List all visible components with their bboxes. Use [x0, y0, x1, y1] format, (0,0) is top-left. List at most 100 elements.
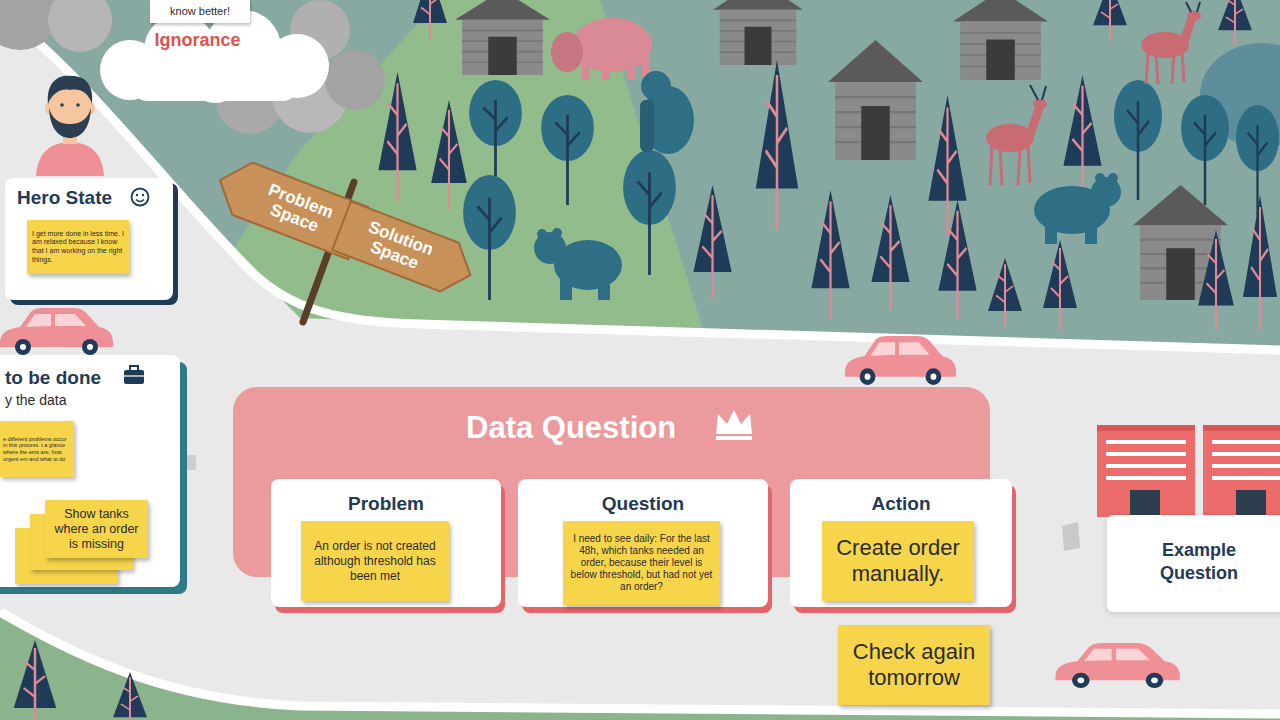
card-heading: Hero State	[17, 187, 165, 210]
storm-cloud	[48, 0, 112, 52]
bear-leg	[560, 278, 572, 300]
sticky-note: Show tanks where an order is missing	[45, 500, 148, 558]
round-tree	[463, 175, 516, 300]
cabin	[455, 0, 550, 75]
bison-head	[551, 32, 583, 72]
garage-roof	[1097, 425, 1195, 431]
smiley-eye	[136, 194, 138, 196]
crown-base	[716, 436, 752, 440]
person-beard	[49, 108, 91, 138]
sticky-text: e different problems occur in this proce…	[3, 436, 71, 462]
pine-tree	[938, 200, 976, 320]
sticky-note: I get more done in less time. I am relax…	[27, 220, 129, 274]
sticky-note: An order is not created although thresho…	[301, 521, 449, 601]
pine-tree	[693, 185, 731, 300]
sticky-text: I get more done in less time. I am relax…	[32, 230, 124, 265]
pine-tree	[413, 0, 447, 40]
pine-tree	[1043, 240, 1077, 330]
bison-leg	[628, 62, 636, 80]
sticky-text: Show tanks where an order is missing	[49, 507, 144, 552]
pine-tree	[113, 672, 147, 720]
thought-cloud: Ignoranceknow better!	[85, 8, 340, 103]
card-heading: Question	[524, 493, 762, 516]
pine-tree	[14, 640, 57, 720]
deer-horns	[1030, 85, 1046, 100]
pine-tree	[1243, 195, 1277, 330]
sticky-note: I need to see daily: For the last 48h, w…	[563, 521, 720, 605]
round-tree	[1236, 105, 1279, 215]
pine-tree	[811, 190, 849, 320]
pine-tree	[988, 258, 1022, 328]
bison-leg	[582, 60, 590, 80]
pine-tree	[1198, 230, 1234, 330]
sticky-note: Check again tomorrow	[838, 625, 990, 705]
card-heading: Action	[796, 493, 1006, 516]
garage-roof	[1203, 425, 1280, 431]
sticky-note: Create order manually.	[822, 521, 974, 601]
briefcase-band	[124, 375, 144, 376]
pine-tree	[928, 95, 966, 235]
pine-tree	[431, 100, 467, 210]
round-tree	[1114, 80, 1162, 200]
signpost-arrow: Solution Space	[330, 199, 481, 301]
bottom-land	[0, 612, 1280, 720]
pine-tree	[1218, 0, 1252, 45]
cloud-base	[130, 63, 300, 101]
bear-ear	[1095, 173, 1105, 183]
road-border	[0, 612, 1280, 714]
person-hair	[48, 76, 92, 104]
road-marker	[1062, 522, 1080, 551]
garage-door	[1236, 490, 1266, 517]
deer-legs	[1146, 52, 1184, 84]
forest-land	[0, 0, 1280, 350]
car	[845, 336, 956, 385]
car	[1056, 643, 1180, 688]
deer-head	[1187, 11, 1201, 21]
bear-leg	[1085, 222, 1097, 244]
pine-tree	[1093, 0, 1127, 40]
note-card: know better!	[150, 0, 250, 23]
garage	[1203, 425, 1280, 517]
person-shirt	[36, 142, 104, 176]
garage-stripes	[1212, 442, 1280, 478]
card-heading: Example Question	[1139, 539, 1259, 584]
sign-board	[332, 201, 479, 299]
gorilla-head	[641, 71, 671, 101]
road-border	[0, 10, 1280, 350]
cabin	[828, 40, 923, 160]
round-tree	[469, 80, 522, 190]
band-title: Data Question	[466, 409, 990, 446]
pine-tree	[871, 195, 909, 310]
garage-door	[1130, 490, 1160, 517]
deer-legs	[990, 146, 1030, 185]
crown-icon	[716, 410, 752, 434]
note-text: know better!	[154, 5, 246, 18]
bear-ear	[552, 228, 562, 238]
pine-tree	[378, 72, 416, 202]
briefcase-icon	[124, 370, 144, 384]
data-question-band: Data QuestionProblemAn order is not crea…	[233, 387, 990, 577]
persona-card: Hero State I get more done in less time. …	[5, 178, 173, 300]
cabin	[713, 0, 803, 65]
card-heading: Problem	[277, 493, 495, 516]
bison-leg	[602, 62, 610, 80]
round-tree	[541, 95, 594, 205]
deer-neck	[1026, 105, 1044, 136]
deer-horns	[1186, 2, 1200, 12]
car	[0, 308, 113, 355]
person-eye	[60, 103, 64, 107]
sticky-note: e different problems occur in this proce…	[0, 421, 74, 477]
cabin	[953, 0, 1048, 80]
person-eye	[76, 103, 80, 107]
smiley-mouth	[136, 200, 144, 202]
smiley-eye	[142, 194, 144, 196]
smiley-icon	[132, 189, 149, 206]
briefcase-handle	[130, 366, 138, 370]
bear-leg	[598, 278, 610, 300]
sticky-text: An order is not created although thresho…	[307, 539, 443, 584]
round-tree	[623, 150, 676, 275]
